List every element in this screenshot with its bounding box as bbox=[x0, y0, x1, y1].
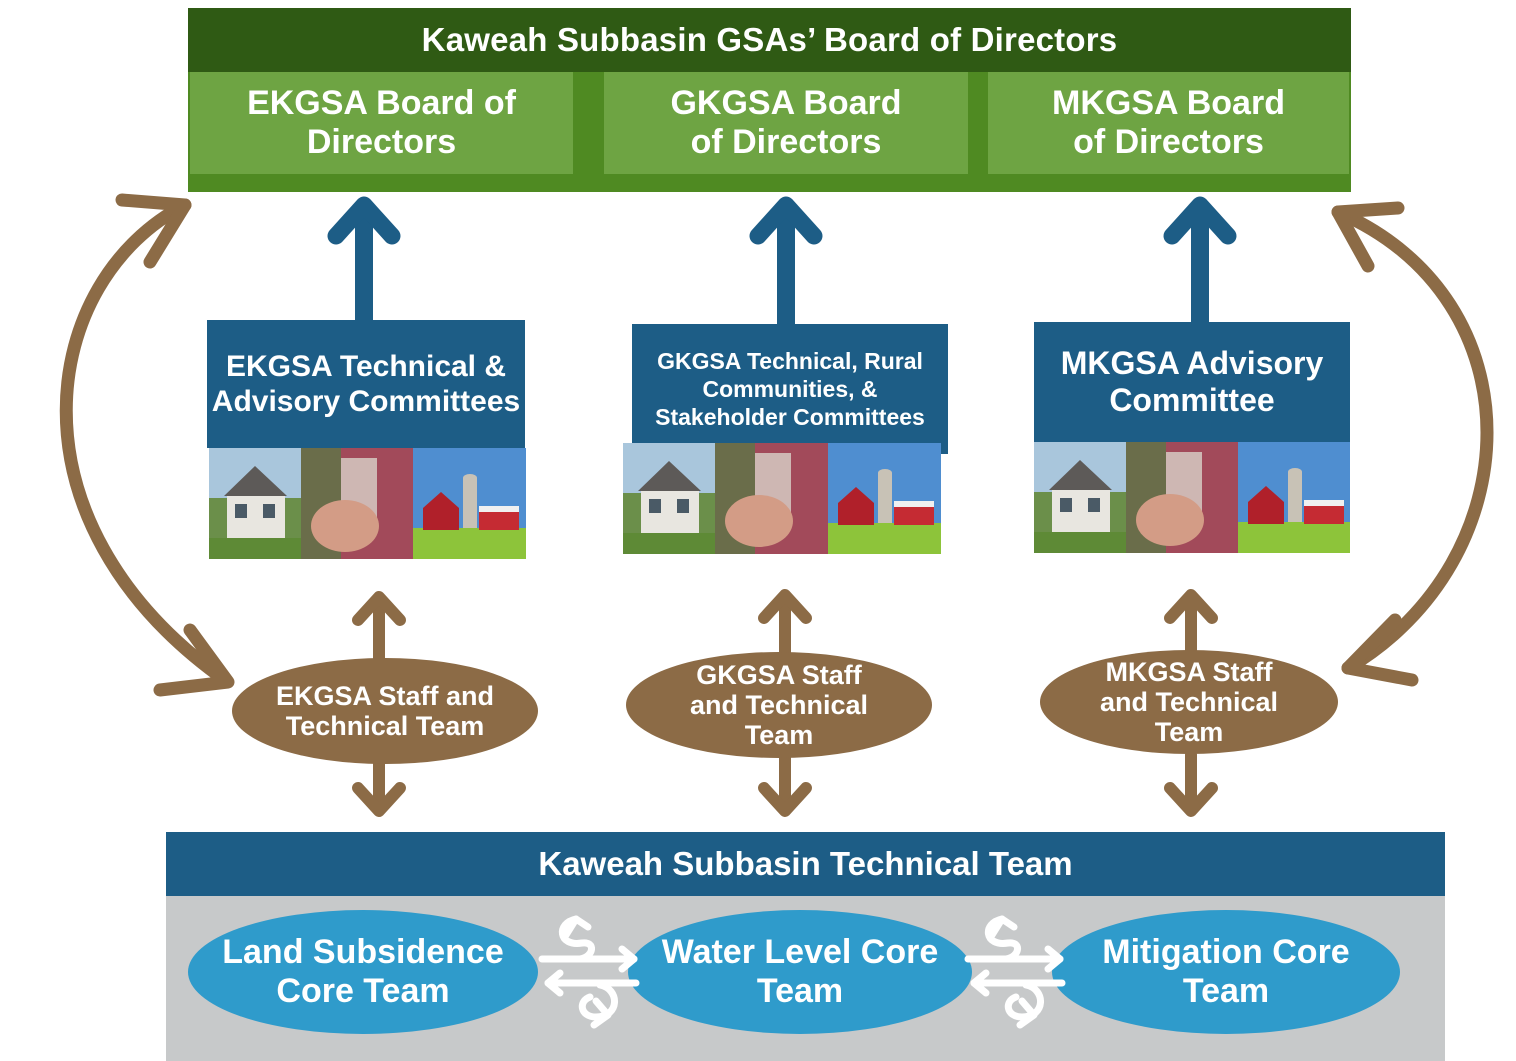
staff-mkgsa-label: MKGSA Staff and Technical Team bbox=[1099, 657, 1279, 747]
staff-to-committee-arrow-gkgsa bbox=[758, 589, 812, 661]
barn-silo-photo bbox=[1238, 442, 1350, 553]
staff-to-committee-arrow-mkgsa bbox=[1164, 589, 1218, 658]
subbasin-board-header: Kaweah Subbasin GSAs’ Board of Directors bbox=[188, 8, 1351, 72]
core-mitigation: Mitigation Core Team bbox=[1052, 910, 1400, 1034]
core-water-level-label: Water Level Core Team bbox=[661, 933, 939, 1010]
committee-to-board-arrow-ekgsa bbox=[327, 196, 401, 322]
technical-team-title: Kaweah Subbasin Technical Team bbox=[538, 845, 1073, 882]
water-glass-photo bbox=[715, 443, 828, 554]
board-mkgsa: MKGSA Board of Directors bbox=[988, 72, 1349, 174]
house-photo bbox=[623, 443, 715, 554]
staff-to-techteam-arrow-ekgsa bbox=[352, 756, 406, 817]
staff-gkgsa-label: GKGSA Staff and Technical Team bbox=[689, 660, 869, 750]
committee-gkgsa-label: GKGSA Technical, Rural Communities, & St… bbox=[655, 348, 925, 430]
right-curved-feedback-arrow bbox=[1331, 201, 1494, 687]
board-gkgsa: GKGSA Board of Directors bbox=[604, 72, 968, 174]
house-photo bbox=[209, 448, 301, 559]
committee-mkgsa: MKGSA Advisory Committee bbox=[1034, 322, 1350, 442]
committee-mkgsa-photos bbox=[1034, 442, 1350, 553]
exchange-arrows-icon bbox=[964, 915, 1066, 1029]
board-gkgsa-label: GKGSA Board of Directors bbox=[670, 84, 902, 161]
core-mitigation-label: Mitigation Core Team bbox=[1102, 933, 1350, 1010]
staff-ekgsa: EKGSA Staff and Technical Team bbox=[232, 658, 538, 764]
board-mkgsa-label: MKGSA Board of Directors bbox=[1052, 84, 1285, 161]
barn-silo-photo bbox=[413, 448, 526, 559]
board-ekgsa-label: EKGSA Board of Directors bbox=[247, 84, 516, 161]
exchange-arrows-icon bbox=[538, 915, 640, 1029]
water-glass-photo bbox=[1126, 442, 1238, 553]
subbasin-board-title: Kaweah Subbasin GSAs’ Board of Directors bbox=[421, 21, 1118, 58]
staff-ekgsa-label: EKGSA Staff and Technical Team bbox=[275, 681, 495, 741]
committee-to-board-arrow-mkgsa bbox=[1163, 196, 1237, 323]
core-land-subsidence-label: Land Subsidence Core Team bbox=[222, 933, 504, 1010]
committee-gkgsa: GKGSA Technical, Rural Communities, & St… bbox=[632, 324, 948, 454]
staff-mkgsa: MKGSA Staff and Technical Team bbox=[1040, 650, 1338, 754]
left-curved-feedback-arrow bbox=[59, 193, 235, 697]
staff-to-committee-arrow-ekgsa bbox=[352, 591, 406, 666]
core-land-subsidence: Land Subsidence Core Team bbox=[188, 910, 538, 1034]
committee-to-board-arrow-gkgsa bbox=[749, 196, 823, 325]
committee-ekgsa-photos bbox=[209, 448, 526, 559]
staff-to-techteam-arrow-gkgsa bbox=[758, 752, 812, 817]
board-ekgsa: EKGSA Board of Directors bbox=[190, 72, 573, 174]
core-water-level: Water Level Core Team bbox=[628, 910, 972, 1034]
barn-silo-photo bbox=[828, 443, 941, 554]
house-photo bbox=[1034, 442, 1126, 553]
water-glass-photo bbox=[301, 448, 413, 559]
staff-to-techteam-arrow-mkgsa bbox=[1164, 749, 1218, 817]
committee-mkgsa-label: MKGSA Advisory Committee bbox=[1060, 345, 1324, 418]
committee-ekgsa-label: EKGSA Technical & Advisory Committees bbox=[211, 350, 521, 418]
committee-gkgsa-photos bbox=[623, 443, 941, 554]
staff-gkgsa: GKGSA Staff and Technical Team bbox=[626, 652, 932, 758]
committee-ekgsa: EKGSA Technical & Advisory Committees bbox=[207, 320, 525, 448]
technical-team-header: Kaweah Subbasin Technical Team bbox=[166, 832, 1445, 896]
